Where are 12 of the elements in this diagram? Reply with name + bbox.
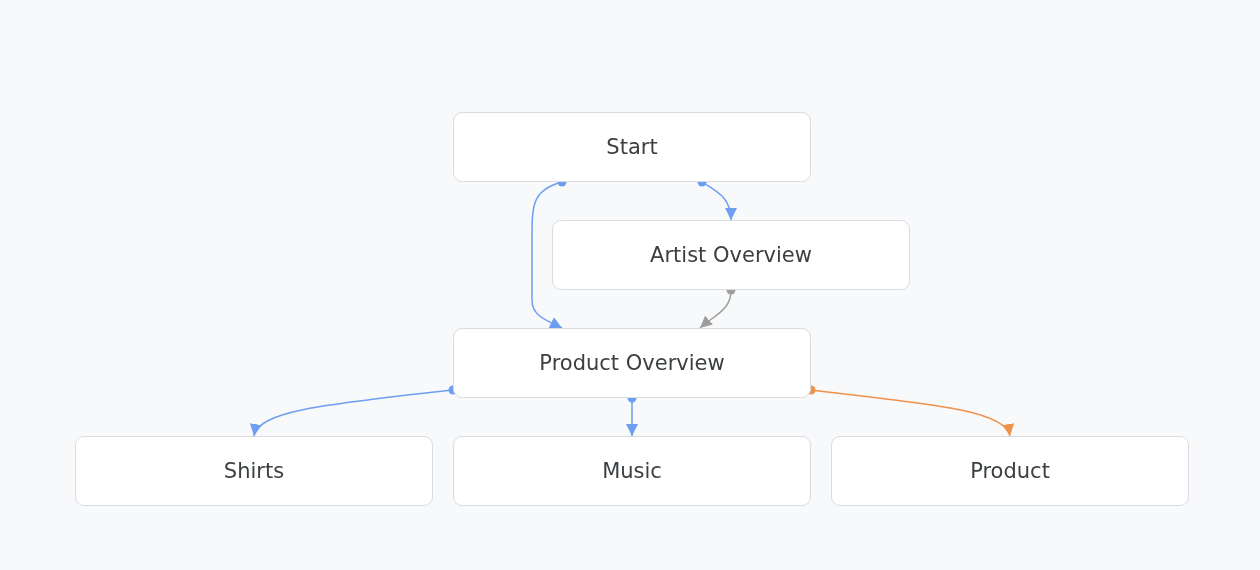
node-label: Product Overview	[539, 351, 725, 375]
process-box	[75, 436, 433, 506]
node-label: Product	[970, 459, 1050, 483]
process-box	[831, 436, 1189, 506]
node-label: Shirts	[223, 459, 285, 483]
node-label: Start	[606, 135, 658, 159]
process-box	[453, 112, 811, 182]
node-label: Artist Overview	[650, 243, 812, 267]
process-box	[453, 436, 811, 506]
process-box	[552, 220, 910, 290]
node-label: Music	[602, 459, 662, 483]
process-box	[453, 328, 811, 398]
